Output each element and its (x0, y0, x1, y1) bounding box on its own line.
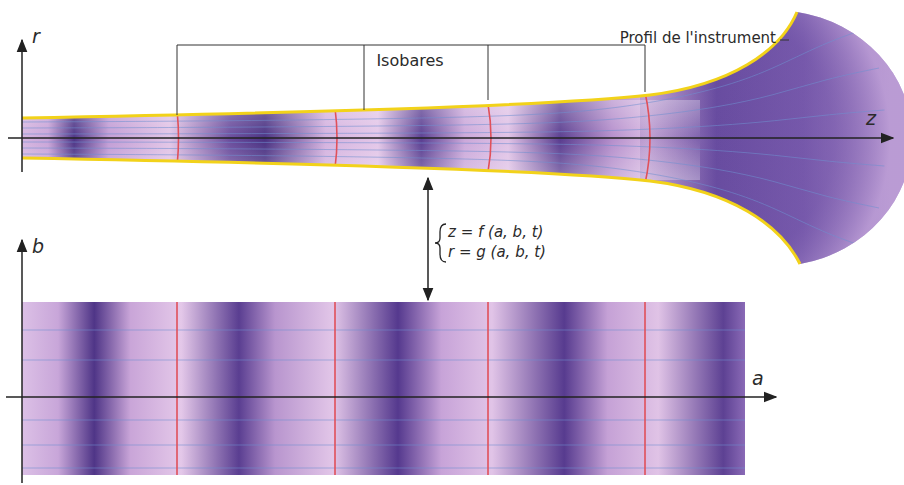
axis-label: a (752, 368, 764, 389)
r-axis (21, 40, 23, 172)
a-axis (6, 396, 776, 398)
flow-line (22, 330, 745, 468)
leader-line (780, 40, 789, 41)
callout-label: Isobares (376, 52, 443, 70)
equation: r = g (a, b, t) (448, 244, 546, 261)
b-axis (21, 240, 23, 483)
flow-line (22, 142, 884, 166)
axis-label: z (866, 108, 876, 129)
callout-label: Profil de l'instrument (620, 30, 776, 47)
flow-line (22, 110, 884, 134)
mapped-field (22, 302, 745, 475)
sound-field (0, 0, 904, 290)
bracket (177, 45, 645, 115)
z-axis (8, 137, 893, 139)
axis-label: r (32, 26, 40, 47)
brace (435, 224, 446, 262)
isobar-line (177, 302, 645, 475)
mapping-arrow (427, 178, 429, 300)
flow-line (22, 68, 879, 128)
axis-label: b (32, 236, 44, 257)
equation: z = f (a, b, t) (448, 224, 543, 241)
